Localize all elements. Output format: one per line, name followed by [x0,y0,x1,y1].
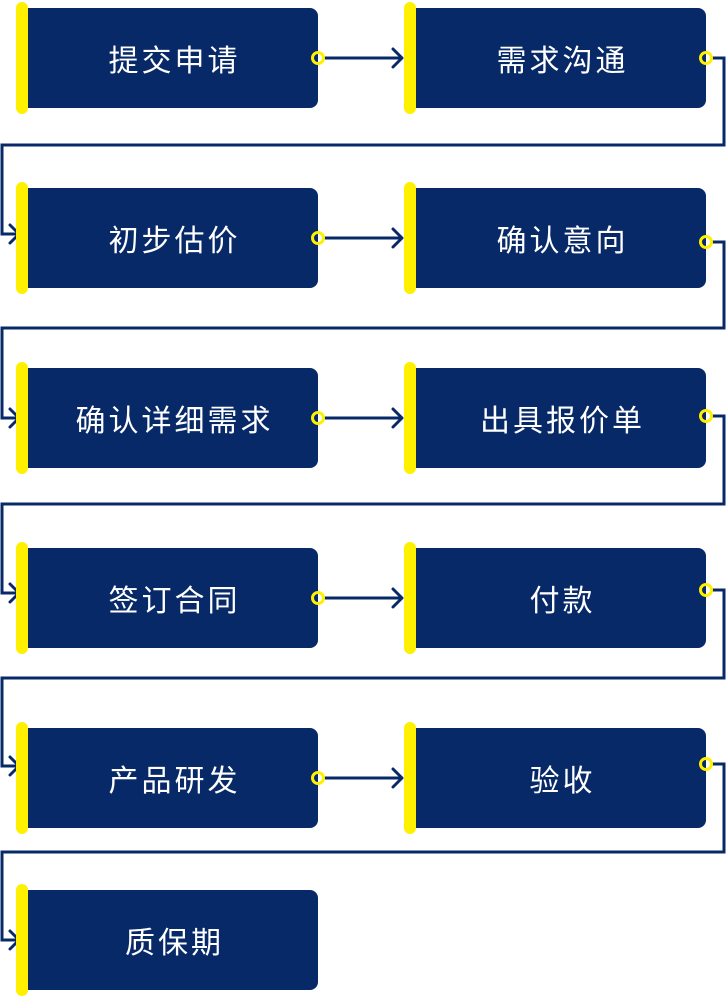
connector-dot [699,51,713,65]
step-box: 确认详细需求 [28,368,318,468]
step-label: 质保期 [125,926,224,961]
connector-dot [699,757,713,771]
step-label: 需求沟通 [496,44,629,79]
step-accent-bar [404,722,416,834]
connector-dot [311,411,325,425]
step-5: 确认详细需求 [16,362,318,474]
step-box: 质保期 [28,890,318,990]
step-8: 付款 [404,542,706,654]
step-accent-bar [16,722,28,834]
arrow-head [391,227,404,249]
step-box: 产品研发 [28,728,318,828]
step-1: 提交申请 [16,2,318,114]
step-label: 提交申请 [108,44,241,79]
connector-dot [311,231,325,245]
step-6: 出具报价单 [404,362,706,474]
step-accent-bar [16,2,28,114]
connector-dot [311,771,325,785]
step-label: 付款 [529,584,596,619]
step-box: 提交申请 [28,8,318,108]
step-accent-bar [404,2,416,114]
connector-dot [311,591,325,605]
arrow-head [391,587,404,609]
step-box: 验收 [416,728,706,828]
step-10: 验收 [404,722,706,834]
step-label: 确认意向 [496,224,629,259]
step-label: 签订合同 [108,584,241,619]
connector-dot [311,51,325,65]
connector-line [0,240,726,420]
step-box: 付款 [416,548,706,648]
step-box: 需求沟通 [416,8,706,108]
step-9: 产品研发 [16,722,318,834]
connector-dot [699,583,713,597]
step-4: 确认意向 [404,182,706,294]
step-label: 验收 [529,764,596,799]
step-3: 初步估价 [16,182,318,294]
arrow-head [391,47,404,69]
arrow-head [391,407,404,429]
step-accent-bar [404,182,416,294]
arrow-head [391,767,404,789]
step-label: 产品研发 [108,764,241,799]
step-accent-bar [16,362,28,474]
connector-dot [699,409,713,423]
step-box: 初步估价 [28,188,318,288]
step-accent-bar [404,542,416,654]
step-label: 确认详细需求 [75,404,274,439]
connector-dot [699,235,713,249]
step-box: 签订合同 [28,548,318,648]
connector-line [0,762,726,942]
step-accent-bar [404,362,416,474]
step-box: 出具报价单 [416,368,706,468]
step-box: 确认意向 [416,188,706,288]
step-11: 质保期 [16,884,318,996]
connector-line [0,588,726,768]
connector-line [0,414,726,595]
step-accent-bar [16,542,28,654]
step-label: 出具报价单 [480,404,645,439]
step-accent-bar [16,182,28,294]
step-2: 需求沟通 [404,2,706,114]
step-accent-bar [16,884,28,996]
connector-line [0,56,726,236]
step-label: 初步估价 [108,224,241,259]
step-7: 签订合同 [16,542,318,654]
